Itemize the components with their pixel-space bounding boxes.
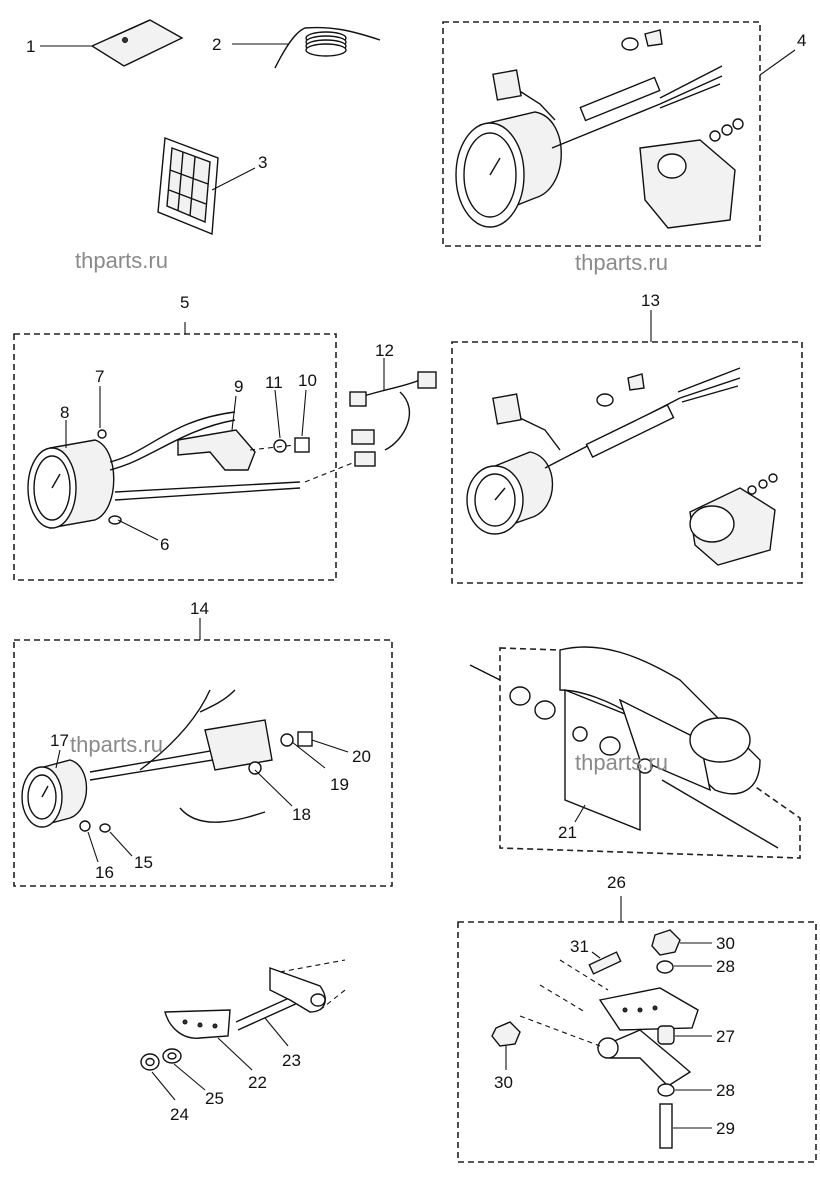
watermark: thparts.ru: [75, 248, 168, 273]
callout-29: 29: [716, 1119, 735, 1138]
callout-22: 22: [248, 1073, 267, 1092]
callout-24: 24: [170, 1105, 189, 1124]
linkage-assembly: [491, 929, 699, 1149]
callout-28: 28: [716, 957, 735, 976]
frame-group-26: [457, 921, 817, 1163]
callout-1: 1: [26, 37, 35, 56]
frame-group-14: [13, 639, 393, 887]
callout-14: 14: [190, 599, 209, 618]
callout-13: 13: [641, 291, 660, 310]
watermark: thparts.ru: [70, 732, 163, 757]
callout-8: 8: [60, 403, 69, 422]
callout-20: 20: [352, 747, 371, 766]
callout-4: 4: [797, 31, 806, 50]
callout-15: 15: [134, 853, 153, 872]
callout-7: 7: [95, 367, 104, 386]
callout-2: 2: [212, 35, 221, 54]
gauge-assembly-13: [466, 367, 778, 566]
callout-30: 30: [494, 1073, 513, 1092]
bracket-stud-assembly: [140, 959, 346, 1071]
callout-11: 11: [265, 373, 283, 392]
callout-26: 26: [607, 873, 626, 892]
callout-16: 16: [95, 863, 114, 882]
frame-group-21: [499, 647, 801, 859]
callout-17: 17: [50, 731, 69, 750]
callout-23: 23: [282, 1051, 301, 1070]
callout-3: 3: [258, 153, 267, 172]
callout-10: 10: [298, 371, 317, 390]
owners-pouch-part: [90, 19, 184, 67]
decal-sheet-part: [157, 137, 219, 236]
frame-group-4: [442, 21, 761, 247]
callout-28: 28: [716, 1081, 735, 1100]
watermark: thparts.ru: [575, 250, 668, 275]
callout-25: 25: [205, 1089, 224, 1108]
gauge-assembly-14: [21, 689, 313, 833]
callout-30: 30: [716, 934, 735, 953]
watermark: thparts.ru: [575, 750, 668, 775]
callout-5: 5: [180, 293, 189, 312]
callout-6: 6: [160, 535, 169, 554]
wiring-harness-part: [349, 371, 437, 467]
callout-12: 12: [375, 341, 394, 360]
callout-19: 19: [330, 775, 349, 794]
frame-group-5: [13, 333, 337, 581]
coiled-wire-part: [274, 26, 381, 69]
tachometer-assembly: [455, 29, 744, 229]
gauge-assembly-5: [27, 411, 361, 529]
callout-27: 27: [716, 1027, 735, 1046]
callout-18: 18: [292, 805, 311, 824]
mount-bracket-assembly: [469, 646, 779, 849]
frame-group-13: [451, 341, 803, 584]
callout-21: 21: [558, 823, 577, 842]
callout-9: 9: [234, 377, 243, 396]
callout-31: 31: [570, 937, 589, 956]
